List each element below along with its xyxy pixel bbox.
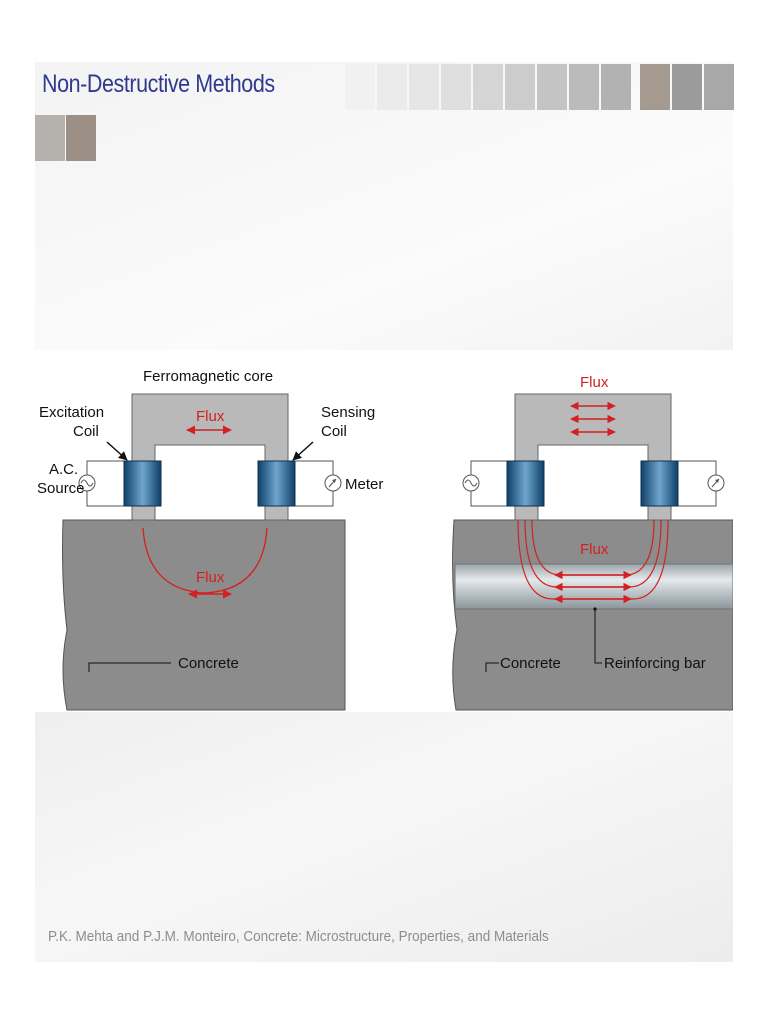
right-meter-icon bbox=[707, 474, 725, 492]
texture-tile bbox=[345, 64, 375, 110]
texture-tile bbox=[672, 64, 702, 110]
rebar-leader-dot bbox=[593, 607, 597, 611]
texture-tile bbox=[35, 115, 65, 161]
rebar-leader bbox=[594, 609, 602, 664]
core-label: Ferromagnetic core bbox=[143, 368, 273, 385]
magnetic-method-figure: Ferromagnetic core Excitation Coil Sensi… bbox=[35, 350, 734, 712]
excitation-pointer bbox=[106, 441, 128, 461]
sensing-label: Sensing bbox=[321, 404, 375, 421]
left-diagram: Ferromagnetic core Excitation Coil Sensi… bbox=[37, 368, 383, 711]
right-core-flux-label: Flux bbox=[580, 374, 609, 391]
right-ac-source-icon bbox=[462, 474, 480, 492]
left-core-flux-label: Flux bbox=[196, 408, 225, 425]
sensing-pointer bbox=[292, 441, 314, 461]
left-concrete-label: Concrete bbox=[178, 655, 239, 672]
texture-tile bbox=[409, 64, 439, 110]
left-excitation-coil bbox=[123, 460, 162, 507]
meter-icon bbox=[324, 474, 342, 492]
source-caption: P.K. Mehta and P.J.M. Monteiro, Concrete… bbox=[48, 928, 549, 945]
texture-tile bbox=[569, 64, 599, 110]
right-diagram: Flux Flux Concrete Reinforcing bar bbox=[452, 374, 734, 711]
sensing-coil-label: Coil bbox=[321, 423, 347, 440]
excitation-coil-label: Coil bbox=[73, 423, 99, 440]
right-excitation-coil bbox=[506, 460, 545, 507]
left-concrete-block bbox=[62, 519, 346, 711]
left-sensing-coil bbox=[257, 460, 296, 507]
right-core-flux-arrows bbox=[570, 401, 616, 437]
left-concrete-flux-label: Flux bbox=[196, 569, 225, 586]
texture-tile bbox=[704, 64, 734, 110]
texture-tile bbox=[66, 115, 96, 161]
right-concrete-label: Concrete bbox=[500, 655, 561, 672]
right-concrete-leader bbox=[485, 662, 499, 672]
texture-tile bbox=[640, 64, 670, 110]
texture-tile bbox=[601, 64, 631, 110]
texture-tile bbox=[473, 64, 503, 110]
texture-tile bbox=[441, 64, 471, 110]
rebar-label: Reinforcing bar bbox=[604, 655, 706, 672]
meter-label: Meter bbox=[345, 476, 383, 493]
right-bar-flux-arrows bbox=[554, 570, 632, 604]
source-label: Source bbox=[37, 480, 85, 497]
page-title: Non-Destructive Methods bbox=[42, 70, 275, 98]
right-sensing-coil bbox=[640, 460, 679, 507]
ac-label: A.C. bbox=[49, 461, 78, 478]
right-bar-flux-label: Flux bbox=[580, 541, 609, 558]
ac-source-icon bbox=[78, 474, 96, 492]
texture-tile bbox=[505, 64, 535, 110]
texture-tile bbox=[537, 64, 567, 110]
excitation-label: Excitation bbox=[39, 404, 104, 421]
texture-tile bbox=[377, 64, 407, 110]
left-concrete-leader bbox=[88, 662, 171, 672]
